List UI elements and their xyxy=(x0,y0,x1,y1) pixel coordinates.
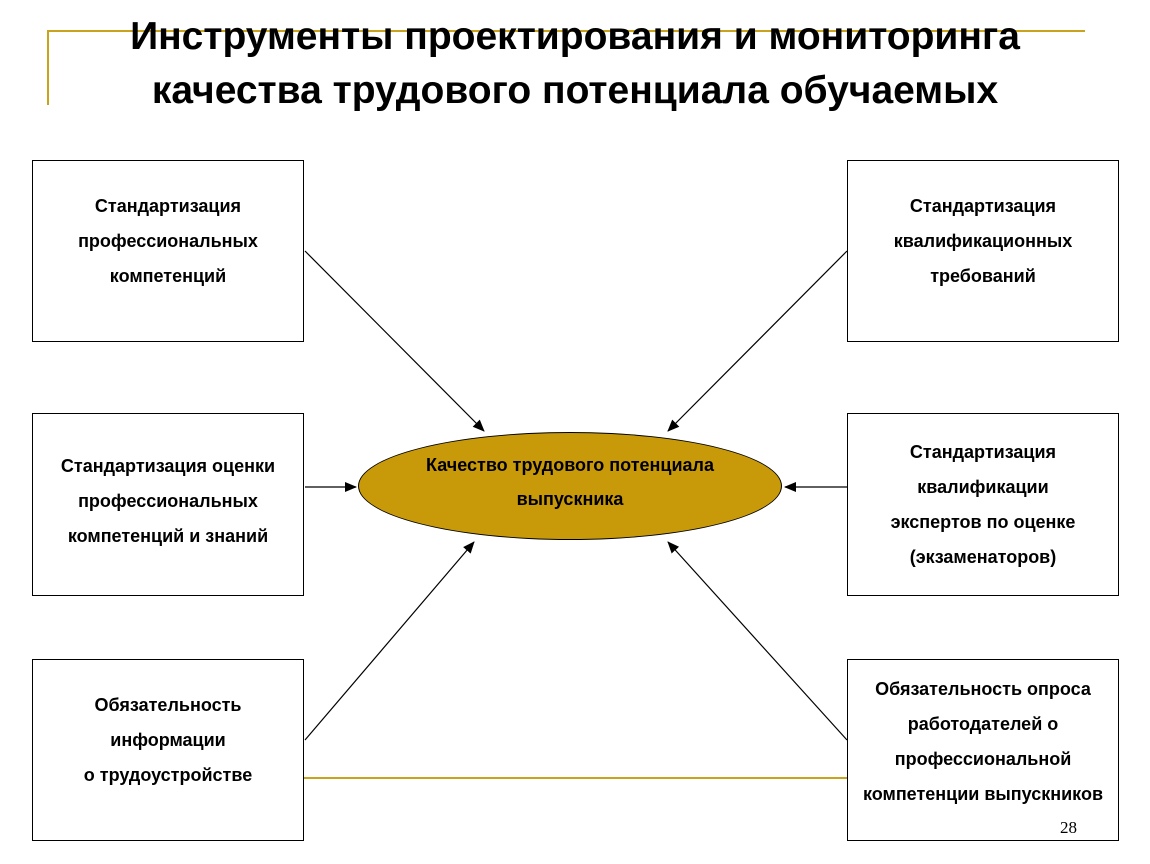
box-text-line: квалификационных xyxy=(893,230,1073,251)
box-standardization-experts: Стандартизация квалификации экспертов по… xyxy=(847,413,1119,596)
box-text-line: компетенции выпускников xyxy=(862,784,1104,804)
box-standardization-competences: Стандартизация профессиональных компетен… xyxy=(32,160,304,342)
box-standardization-assessment: Стандартизация оценки профессиональных к… xyxy=(32,413,304,596)
title-deco-horizontal-line xyxy=(47,30,1085,32)
footer-deco-line xyxy=(57,777,1093,779)
box-text-line: о трудоустройстве xyxy=(83,764,253,785)
box-text-line: требований xyxy=(930,265,1036,286)
box-text-line: Стандартизация xyxy=(909,441,1057,462)
box-text-line: Обязательность xyxy=(94,694,242,715)
center-text-line-1: Качество трудового потенциала xyxy=(426,455,714,475)
page-title: Инструменты проектирования и мониторинга… xyxy=(40,10,1110,118)
box-employment-information: Обязательность информации о трудоустройс… xyxy=(32,659,304,841)
box-text-line: экспертов по оценке xyxy=(890,511,1076,532)
arrow-top-right xyxy=(667,250,848,432)
box-text-line: компетенций xyxy=(109,265,227,286)
page-number: 28 xyxy=(1060,818,1077,837)
box-text-line: компетенций и знаний xyxy=(67,526,269,546)
center-text-line-2: выпускника xyxy=(516,489,624,509)
box-standardization-requirements: Стандартизация квалификационных требован… xyxy=(847,160,1119,342)
title-deco-vertical-line xyxy=(47,30,49,105)
box-text-line: Обязательность опроса xyxy=(875,679,1091,699)
box-employer-survey: Обязательность опроса работодателей о пр… xyxy=(847,659,1119,841)
box-text-line: Стандартизация оценки xyxy=(60,456,276,476)
box-text-line: (экзаменаторов) xyxy=(909,546,1057,567)
box-text-line: профессиональных xyxy=(78,230,258,251)
box-text-line: квалификации xyxy=(917,476,1049,497)
box-text-line: профессиональных xyxy=(78,491,258,511)
central-ellipse-graduate-potential: Качество трудового потенциала выпускника xyxy=(358,432,782,540)
box-text-line: Стандартизация xyxy=(94,195,242,216)
box-text-line: профессиональной xyxy=(894,749,1072,769)
box-text-line: работодателей о xyxy=(907,714,1059,734)
box-text-line: информации xyxy=(110,729,226,750)
arrow-top-left xyxy=(304,250,485,432)
arrow-bottom-right xyxy=(667,541,848,741)
title-line-1: Инструменты проектирования и мониторинга xyxy=(130,15,1020,58)
arrow-bottom-left xyxy=(304,541,475,741)
title-line-2: качества трудового потенциала обучаемых xyxy=(151,69,999,112)
box-text-line: Стандартизация xyxy=(909,195,1057,216)
